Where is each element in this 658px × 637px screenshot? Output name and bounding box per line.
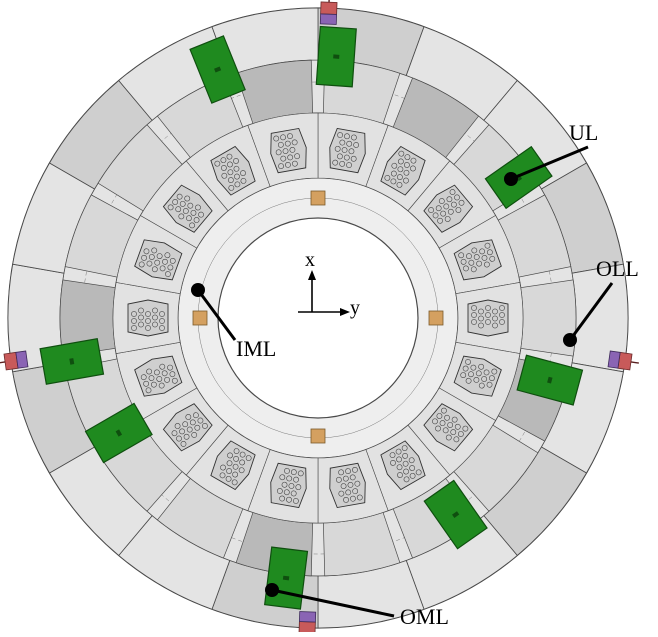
green-panel	[316, 26, 356, 86]
label-oll: OLL	[596, 258, 639, 280]
rim-fixture-purple	[608, 351, 620, 368]
callout-ul-dot	[504, 172, 518, 186]
green-panel-mark	[283, 576, 289, 581]
rim-fixture	[320, 0, 337, 24]
green-panel-mark	[333, 54, 339, 58]
rim-fixture-red	[299, 622, 315, 632]
rim-fixture	[299, 612, 316, 632]
lattice-module	[468, 300, 508, 336]
green-panel	[265, 547, 308, 609]
callout-oml-dot	[265, 583, 279, 597]
orange-marker	[429, 311, 443, 325]
label-oml: OML	[400, 606, 449, 628]
rim-fixture-purple	[299, 612, 315, 623]
rim-fixture-purple	[320, 14, 336, 25]
callout-iml-dot	[191, 283, 205, 297]
x-axis-label: x	[305, 250, 315, 270]
orange-marker	[193, 311, 207, 325]
rim-fixture-red	[321, 2, 337, 15]
callout-oll-dot	[563, 333, 577, 347]
rim-fixture-purple	[16, 351, 28, 368]
label-ul: UL	[569, 122, 598, 144]
y-axis-label: y	[350, 298, 360, 318]
central-bore	[218, 218, 418, 418]
rim-fixture-pin	[631, 362, 639, 363]
orange-marker	[311, 191, 325, 205]
rim-fixture-pin	[0, 362, 5, 363]
label-iml: IML	[236, 338, 276, 360]
orange-marker	[311, 429, 325, 443]
ring-layer	[8, 8, 628, 628]
lattice-module	[128, 300, 168, 336]
